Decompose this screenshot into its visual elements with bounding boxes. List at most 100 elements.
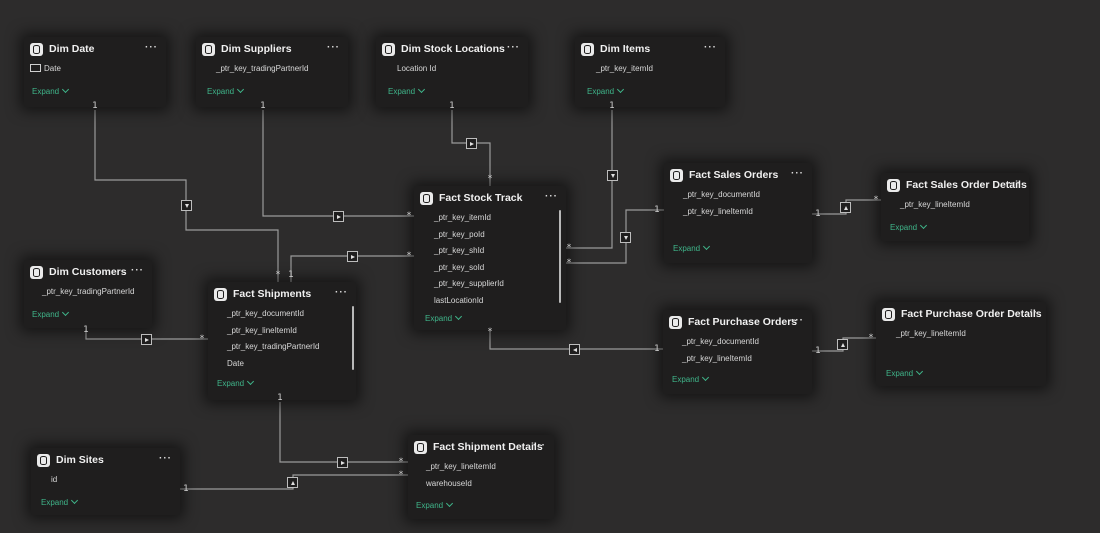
chevron-down-icon xyxy=(617,85,625,94)
table-card-fact-shipment-details[interactable]: Fact Shipment Details ··· _ptr_key_lineI… xyxy=(408,435,554,519)
table-column[interactable]: _ptr_key_lineItemId xyxy=(426,462,496,471)
more-options-icon[interactable]: ··· xyxy=(545,191,558,202)
table-column[interactable]: _ptr_key_lineItemId xyxy=(227,325,297,335)
table-column[interactable]: _ptr_key_lineItemId xyxy=(900,200,970,209)
expand-button[interactable]: Expand xyxy=(672,373,710,384)
table-column[interactable]: Date xyxy=(24,61,166,78)
filter-direction-arrow[interactable] xyxy=(569,344,580,355)
table-card-dim-suppliers[interactable]: Dim Suppliers ··· _ptr_key_tradingPartne… xyxy=(196,37,348,107)
expand-button[interactable]: Expand xyxy=(32,308,70,319)
arrow-right-icon xyxy=(469,141,474,146)
more-options-icon[interactable]: ··· xyxy=(1008,178,1021,189)
table-card-dim-items[interactable]: Dim Items ··· _ptr_key_itemId Expand xyxy=(575,37,725,107)
table-column[interactable]: _ptr_key_soId xyxy=(434,262,485,272)
more-options-icon[interactable]: ··· xyxy=(327,42,340,53)
more-options-icon[interactable]: ··· xyxy=(533,440,546,451)
more-options-icon[interactable]: ··· xyxy=(791,168,804,179)
table-card-header: Dim Date ··· xyxy=(24,37,166,61)
table-column[interactable]: _ptr_key_itemId xyxy=(596,64,653,73)
arrow-left-icon xyxy=(572,347,577,352)
expand-button[interactable]: Expand xyxy=(41,496,79,507)
expand-button[interactable]: Expand xyxy=(673,242,711,253)
filter-direction-arrow[interactable] xyxy=(347,251,358,262)
table-card-dim-date[interactable]: Dim Date ··· Date Expand xyxy=(24,37,166,107)
filter-direction-arrow[interactable] xyxy=(607,170,618,181)
cardinality-one: 1 xyxy=(815,346,821,356)
table-column[interactable]: _ptr_key_itemId xyxy=(434,213,491,222)
rel-line-customers-shipments xyxy=(85,330,208,340)
more-options-icon[interactable]: ··· xyxy=(791,315,804,326)
more-options-icon[interactable]: ··· xyxy=(159,453,172,464)
expand-button[interactable]: Expand xyxy=(416,499,454,510)
table-title: Dim Items xyxy=(600,43,651,55)
table-card-fact-sales-orders[interactable]: Fact Sales Orders ··· _ptr_key_documentI… xyxy=(664,163,812,263)
table-column[interactable]: _ptr_key_supplierId xyxy=(434,279,504,288)
filter-direction-arrow[interactable] xyxy=(337,457,348,468)
table-column[interactable]: _ptr_key_documentId xyxy=(683,190,760,199)
table-card-dim-sites[interactable]: Dim Sites ··· id Expand xyxy=(31,448,180,515)
table-column[interactable]: _ptr_key_shId xyxy=(434,246,485,255)
expand-button[interactable]: Expand xyxy=(217,377,255,388)
filter-direction-arrow[interactable] xyxy=(837,339,848,350)
table-card-header: Dim Stock Locations ··· xyxy=(376,37,528,61)
table-column[interactable]: _ptr_key_poId xyxy=(434,229,485,239)
expand-button[interactable]: Expand xyxy=(388,85,426,96)
table-card-fact-purchase-orders[interactable]: Fact Purchase Orders ··· _ptr_key_docume… xyxy=(663,310,812,394)
table-column[interactable]: warehouseId xyxy=(426,478,472,488)
expand-button[interactable]: Expand xyxy=(886,367,924,378)
expand-button[interactable]: Expand xyxy=(890,221,928,232)
table-title: Fact Stock Track xyxy=(439,192,523,204)
cardinality-many: * xyxy=(566,243,572,253)
filter-direction-arrow[interactable] xyxy=(333,211,344,222)
scrollbar[interactable] xyxy=(352,306,354,370)
more-options-icon[interactable]: ··· xyxy=(507,42,520,53)
chevron-down-icon xyxy=(702,373,710,382)
chevron-down-icon xyxy=(62,85,70,94)
table-column[interactable]: _ptr_key_tradingPartnerId xyxy=(216,64,309,73)
table-card-fact-sales-order-details[interactable]: Fact Sales Order Details ··· _ptr_key_li… xyxy=(881,173,1029,241)
cardinality-one: 1 xyxy=(449,101,455,111)
table-column[interactable]: _ptr_key_documentId xyxy=(227,309,304,318)
filter-direction-arrow[interactable] xyxy=(287,477,298,488)
scrollbar[interactable] xyxy=(559,210,561,303)
cardinality-one: 1 xyxy=(654,205,660,215)
expand-button[interactable]: Expand xyxy=(32,85,70,96)
table-title: Dim Sites xyxy=(56,454,104,466)
table-card-fact-shipments[interactable]: Fact Shipments ··· _ptr_key_documentId _… xyxy=(208,282,356,400)
more-options-icon[interactable]: ··· xyxy=(131,265,144,276)
arrow-down-icon xyxy=(610,173,615,178)
table-column[interactable]: _ptr_key_tradingPartnerId xyxy=(227,342,320,351)
table-card-dim-stock-locations[interactable]: Dim Stock Locations ··· Location Id Expa… xyxy=(376,37,528,107)
more-options-icon[interactable]: ··· xyxy=(704,42,717,53)
filter-direction-arrow[interactable] xyxy=(181,200,192,211)
more-options-icon[interactable]: ··· xyxy=(1025,307,1038,318)
expand-button[interactable]: Expand xyxy=(587,85,625,96)
table-icon xyxy=(669,315,682,329)
cardinality-many: * xyxy=(199,334,205,344)
cardinality-many: * xyxy=(398,457,404,467)
rel-line-items-stocktrack xyxy=(566,110,613,249)
table-column[interactable]: Date xyxy=(227,358,244,368)
table-column[interactable]: lastLocationId xyxy=(434,295,484,305)
filter-direction-arrow[interactable] xyxy=(466,138,477,149)
cardinality-many: * xyxy=(487,174,493,184)
table-column[interactable]: _ptr_key_lineItemId xyxy=(682,353,752,363)
filter-direction-arrow[interactable] xyxy=(620,232,631,243)
table-card-dim-customers[interactable]: Dim Customers ··· _ptr_key_tradingPartne… xyxy=(24,260,152,328)
more-options-icon[interactable]: ··· xyxy=(145,42,158,53)
filter-direction-arrow[interactable] xyxy=(141,334,152,345)
table-column[interactable]: _ptr_key_lineItemId xyxy=(896,329,966,338)
table-card-fact-stock-track[interactable]: Fact Stock Track ··· _ptr_key_itemId _pt… xyxy=(414,186,566,330)
table-column[interactable]: _ptr_key_tradingPartnerId xyxy=(42,287,135,296)
filter-direction-arrow[interactable] xyxy=(840,202,851,213)
table-column[interactable]: _ptr_key_lineItemId xyxy=(683,206,753,216)
cardinality-one: 1 xyxy=(609,101,615,111)
table-title: Fact Sales Orders xyxy=(689,169,779,181)
table-column[interactable]: Location Id xyxy=(397,64,437,73)
more-options-icon[interactable]: ··· xyxy=(335,287,348,298)
expand-button[interactable]: Expand xyxy=(207,85,245,96)
table-card-fact-purchase-order-details[interactable]: Fact Purchase Order Details ··· _ptr_key… xyxy=(876,302,1046,386)
expand-button[interactable]: Expand xyxy=(425,312,463,323)
table-column[interactable]: id xyxy=(51,475,58,484)
table-column[interactable]: _ptr_key_documentId xyxy=(682,337,759,346)
